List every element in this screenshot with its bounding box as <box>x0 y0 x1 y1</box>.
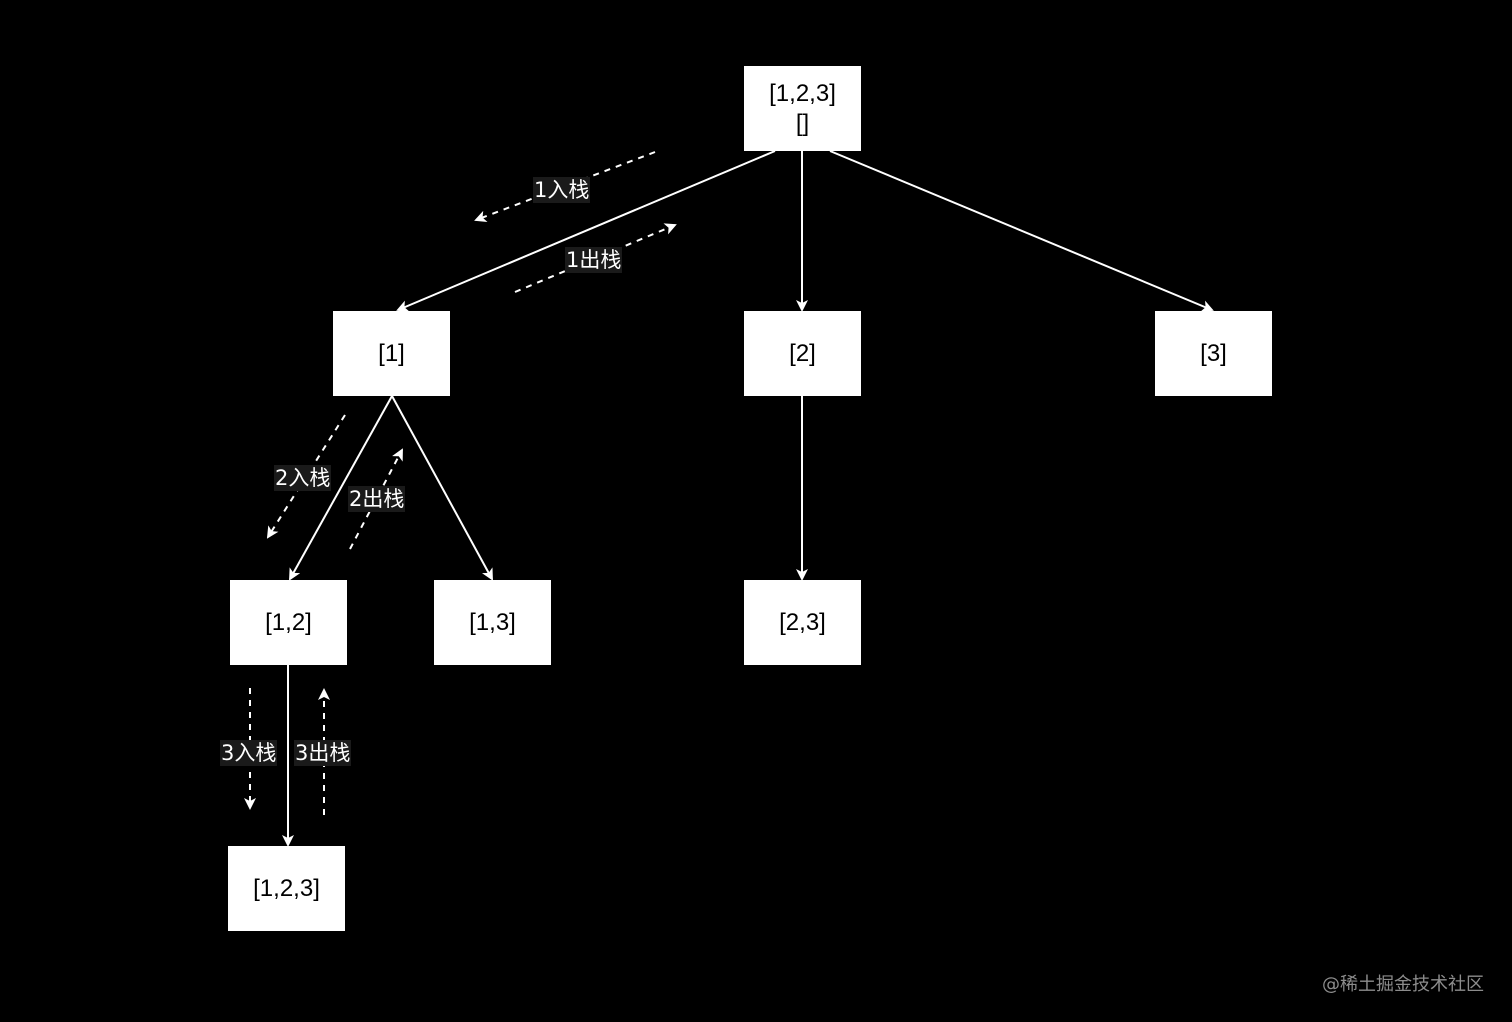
watermark: @稀土掘金技术社区 <box>1322 974 1484 995</box>
node-2-3-label: [2,3] <box>779 608 826 636</box>
pop-1-label: 1出栈 <box>565 247 623 273</box>
push-2-label: 2入栈 <box>274 465 332 491</box>
node-1-2-label: [1,2] <box>265 608 312 636</box>
push-3-label: 3入栈 <box>220 740 278 766</box>
edge-1-to-13 <box>391 395 493 581</box>
node-root-line1: [1,2,3] <box>769 79 836 107</box>
node-1-3-label: [1,3] <box>469 608 516 636</box>
node-3-label: [3] <box>1200 339 1227 367</box>
node-2-label: [2] <box>789 339 816 367</box>
edge-root-to-1 <box>396 150 776 312</box>
node-1: [1] <box>333 311 450 396</box>
pop-2-label: 2出栈 <box>348 486 406 512</box>
node-1-2-3-label: [1,2,3] <box>253 874 320 902</box>
node-1-2: [1,2] <box>230 580 347 665</box>
pop-3-label: 3出栈 <box>294 740 352 766</box>
push-1-label: 1入栈 <box>533 177 591 203</box>
edge-root-to-3 <box>829 150 1214 312</box>
edge-1-to-12 <box>289 395 393 581</box>
node-1-2-3: [1,2,3] <box>228 846 345 931</box>
node-root-line2: [] <box>795 109 810 137</box>
node-root: [1,2,3] [] <box>744 66 861 151</box>
node-2-3: [2,3] <box>744 580 861 665</box>
node-2: [2] <box>744 311 861 396</box>
node-1-label: [1] <box>378 339 405 367</box>
node-3: [3] <box>1155 311 1272 396</box>
push-1-arrow <box>474 151 656 223</box>
node-1-3: [1,3] <box>434 580 551 665</box>
